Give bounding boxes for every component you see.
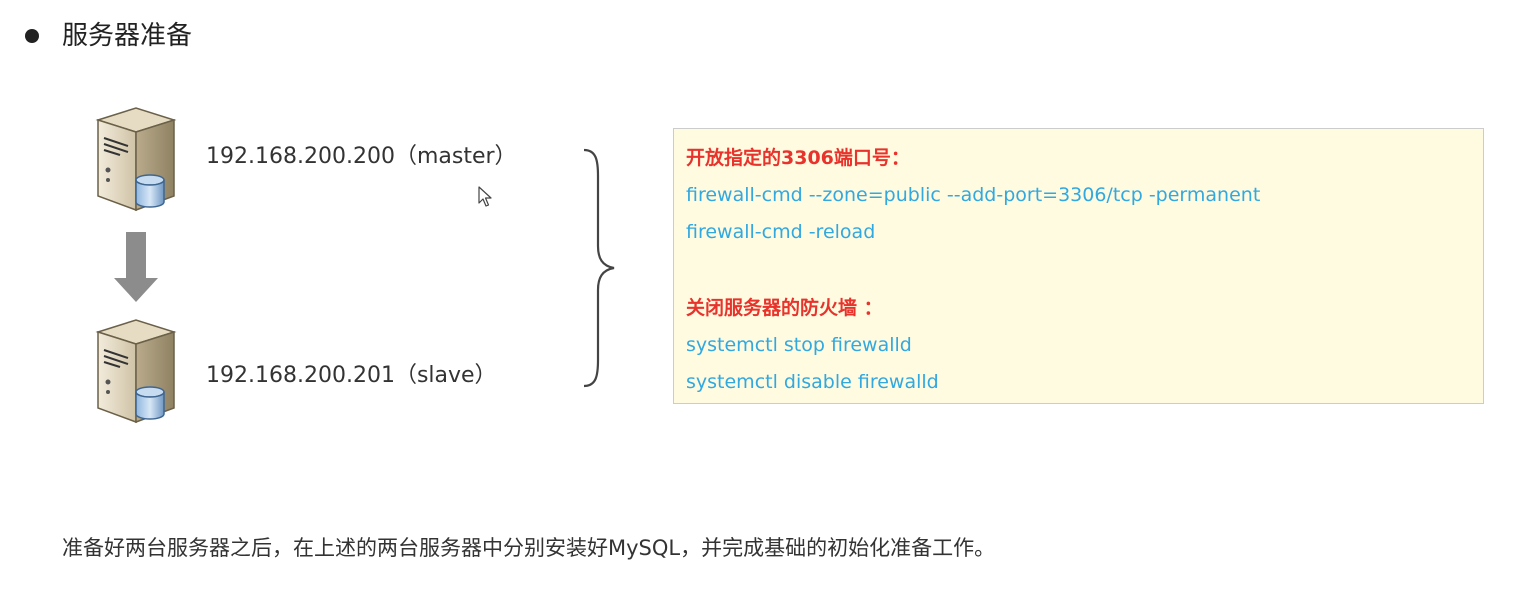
bullet-dot [25, 29, 39, 43]
master-ip-label: 192.168.200.200（master） [206, 144, 517, 169]
disable-firewall-command: systemctl disable firewalld [686, 371, 939, 393]
slave-ip-label: 192.168.200.201（slave） [206, 363, 497, 388]
add-port-command: firewall-cmd --zone=public --add-port=33… [686, 184, 1261, 206]
reload-command: firewall-cmd -reload [686, 221, 876, 243]
stop-firewall-command: systemctl stop firewalld [686, 334, 912, 356]
slave-server-icon [94, 316, 178, 426]
footer-description: 准备好两台服务器之后，在上述的两台服务器中分别安装好MySQL，并完成基础的初始… [62, 536, 996, 560]
firewall-note-box: 开放指定的3306端口号： firewall-cmd --zone=public… [673, 128, 1484, 404]
curly-brace-icon [583, 148, 615, 388]
section-heading: 服务器准备 [62, 21, 193, 51]
close-firewall-title: 关闭服务器的防火墙 ： [686, 297, 883, 319]
open-port-title: 开放指定的3306端口号： [686, 147, 910, 169]
arrow-down-icon [114, 232, 158, 302]
master-server-icon [94, 104, 178, 214]
mouse-cursor-icon [478, 186, 492, 207]
